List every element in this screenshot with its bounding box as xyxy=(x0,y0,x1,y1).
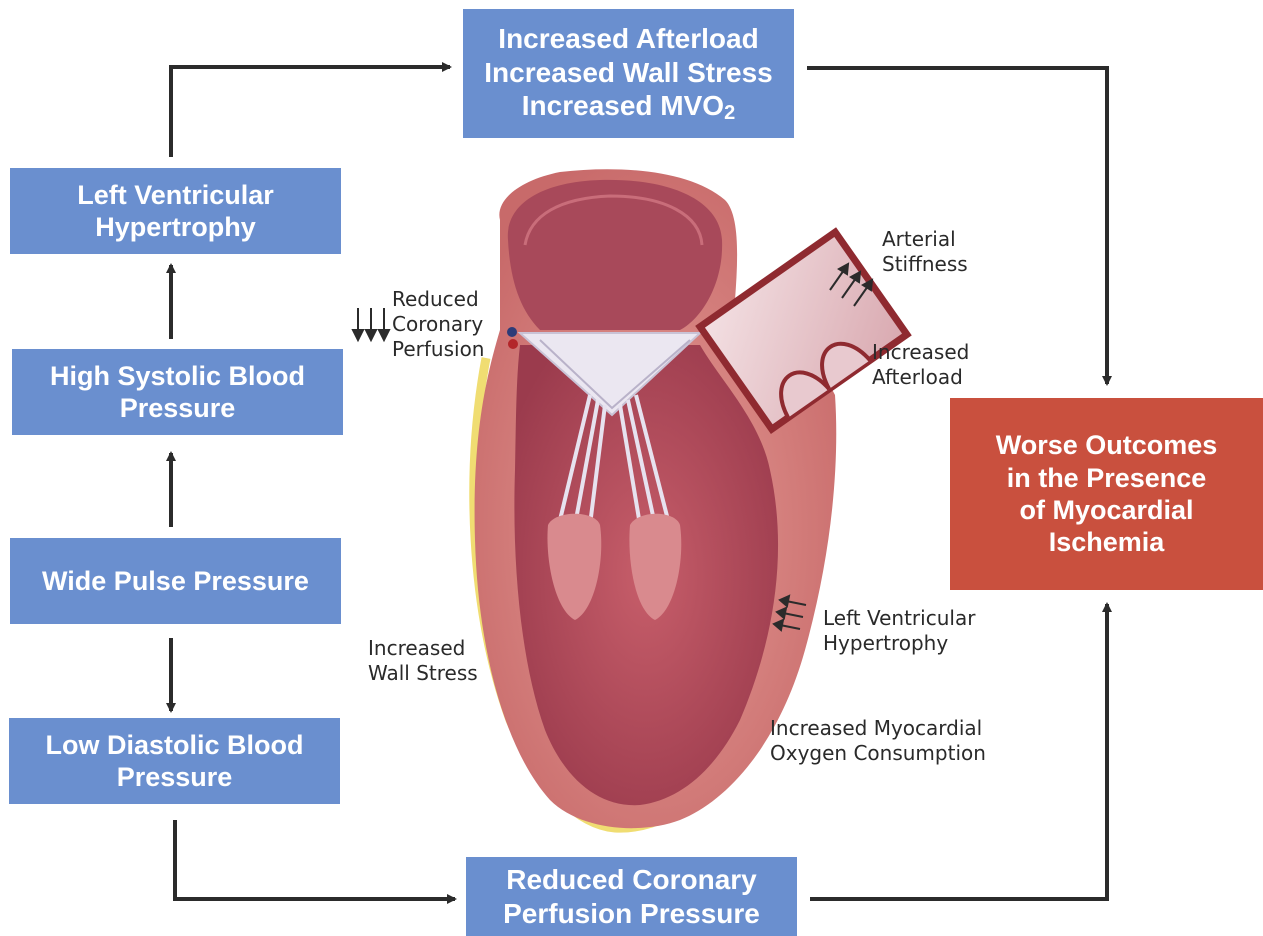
label-oc-line-1: Increased Myocardial xyxy=(770,716,986,741)
worse-outcomes-box: Worse Outcomes in the Presence of Myocar… xyxy=(950,398,1263,590)
mvo-subscript: 2 xyxy=(724,102,735,124)
wpp-line-1: Wide Pulse Pressure xyxy=(42,565,309,597)
label-lvh: Left Ventricular Hypertrophy xyxy=(823,606,975,656)
label-iws-line-1: Increased xyxy=(368,636,478,661)
label-oc-line-2: Oxygen Consumption xyxy=(770,741,986,766)
afterload-box: Increased Afterload Increased Wall Stres… xyxy=(463,9,794,138)
label-rcp-line-3: Perfusion xyxy=(392,337,484,362)
label-increased-wall-stress: Increased Wall Stress xyxy=(368,636,478,686)
worse-line-4: Ischemia xyxy=(1049,526,1165,558)
worse-line-1: Worse Outcomes xyxy=(996,429,1218,461)
worse-line-3: of Myocardial xyxy=(1019,494,1193,526)
ldbp-line-1: Low Diastolic Blood xyxy=(45,729,303,761)
low-diastolic-bp-box: Low Diastolic Blood Pressure xyxy=(9,718,340,804)
mvo-text: Increased MVO xyxy=(522,90,724,121)
label-rcp-line-1: Reduced xyxy=(392,287,484,312)
afterload-line-3: Increased MVO2 xyxy=(522,89,735,125)
down-arrows xyxy=(353,308,389,340)
afterload-line-2: Increased Wall Stress xyxy=(484,56,772,90)
worse-line-2: in the Presence xyxy=(1007,462,1207,494)
rcpp-line-1: Reduced Coronary xyxy=(506,863,757,897)
reduced-coronary-perfusion-pressure-box: Reduced Coronary Perfusion Pressure xyxy=(466,857,797,936)
lvh-line-2: Hypertrophy xyxy=(95,211,256,243)
ldbp-line-2: Pressure xyxy=(117,761,233,793)
coronary-vessel-blue xyxy=(507,327,517,337)
label-as-line-1: Arterial xyxy=(882,227,968,252)
label-rcp-line-2: Coronary xyxy=(392,312,484,337)
label-lvh-line-2: Hypertrophy xyxy=(823,631,975,656)
high-systolic-bp-box: High Systolic Blood Pressure xyxy=(12,349,343,435)
rcpp-line-2: Perfusion Pressure xyxy=(503,897,760,931)
left-atrium xyxy=(508,180,722,330)
label-reduced-coronary-perfusion: Reduced Coronary Perfusion xyxy=(392,287,484,362)
label-as-line-2: Stiffness xyxy=(882,252,968,277)
label-oxygen-consumption: Increased Myocardial Oxygen Consumption xyxy=(770,716,986,766)
label-arterial-stiffness: Arterial Stiffness xyxy=(882,227,968,277)
coronary-vessel-red xyxy=(508,339,518,349)
label-ia-line-1: Increased xyxy=(872,340,969,365)
lvh-line-1: Left Ventricular xyxy=(77,179,274,211)
label-lvh-line-1: Left Ventricular xyxy=(823,606,975,631)
label-iws-line-2: Wall Stress xyxy=(368,661,478,686)
afterload-line-1: Increased Afterload xyxy=(498,22,758,56)
label-increased-afterload: Increased Afterload xyxy=(872,340,969,390)
label-ia-line-2: Afterload xyxy=(872,365,969,390)
wide-pulse-pressure-box: Wide Pulse Pressure xyxy=(10,538,341,624)
hsbp-line-1: High Systolic Blood xyxy=(50,360,305,392)
lvh-box: Left Ventricular Hypertrophy xyxy=(10,168,341,254)
hsbp-line-2: Pressure xyxy=(120,392,236,424)
